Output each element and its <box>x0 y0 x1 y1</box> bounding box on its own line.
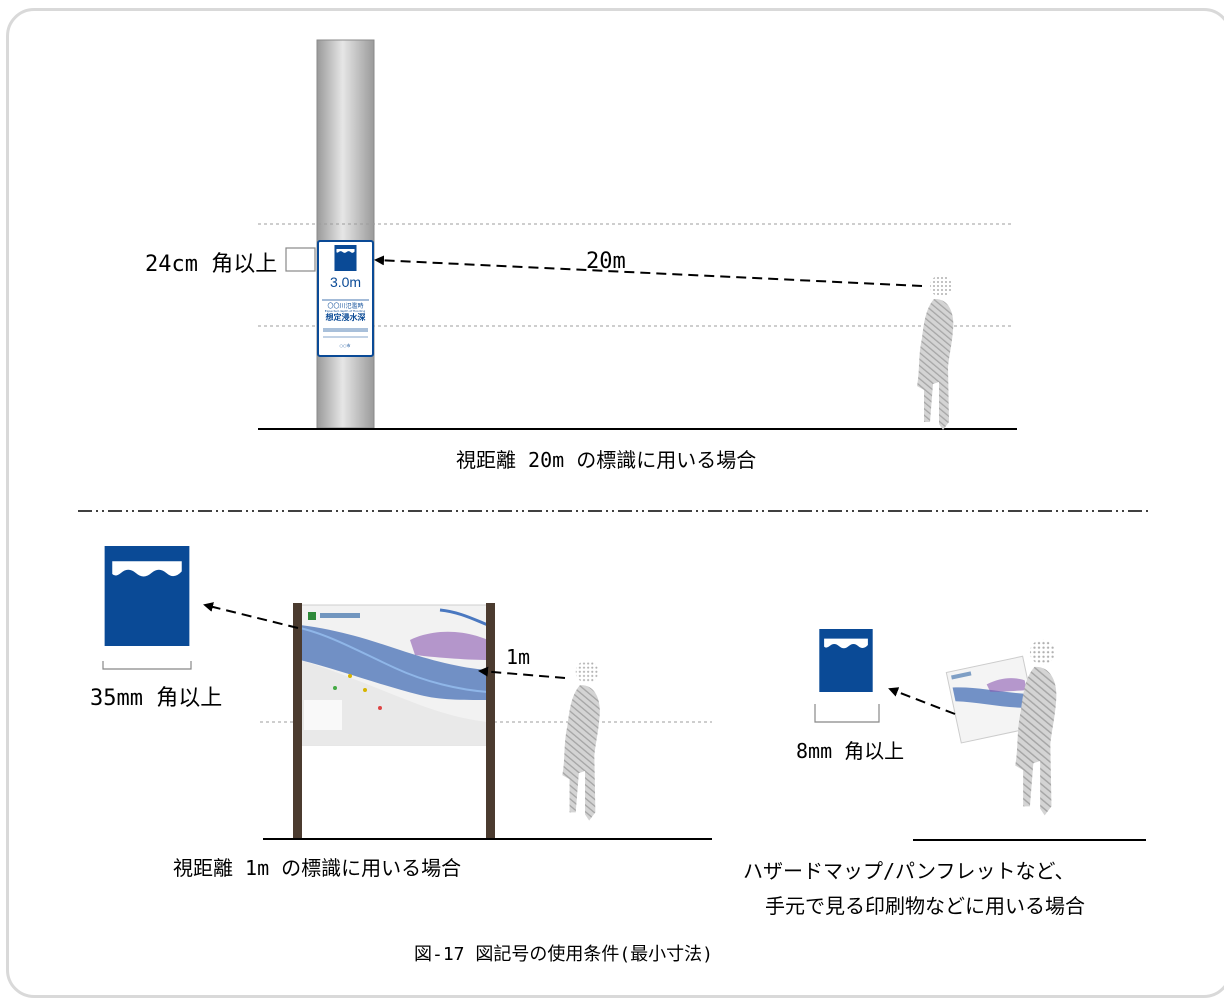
distance-arrow-20m <box>374 255 923 287</box>
caption-top-scene: 視距離 20m の標識に用いる場合 <box>456 448 757 472</box>
distance-label-1m: 1m <box>506 645 531 669</box>
caption-bottom-left-scene: 視距離 1m の標識に用いる場合 <box>173 856 462 880</box>
arrow-to-medium-symbol <box>888 687 956 715</box>
sign-heading: 想定浸水深 <box>325 313 366 322</box>
svg-text:○○市: ○○市 <box>340 342 351 348</box>
bottom-left-scene <box>102 546 712 840</box>
caption-bottom-right-line1: ハザードマップ/パンフレットなど、 <box>743 859 1075 883</box>
size-bracket-35mm <box>102 661 192 670</box>
standing-person-figure-icon <box>562 660 600 821</box>
size-bracket-8mm <box>814 704 880 723</box>
size-indicator-box <box>285 247 316 272</box>
size-label-8mm: 8mm 角以上 <box>796 739 905 763</box>
board-post-right <box>486 603 495 839</box>
svg-text:Expected depth of flooding: Expected depth of flooding <box>325 309 366 313</box>
size-label-24cm: 24cm 角以上 <box>145 252 278 277</box>
standing-person-figure-icon <box>917 275 954 430</box>
size-label-35mm: 35mm 角以上 <box>90 686 223 711</box>
distance-arrow-1m <box>478 666 566 679</box>
depth-sign: Expected depth of flooding ○○市 <box>317 240 374 357</box>
hazard-map-board <box>297 604 489 746</box>
sign-river-name: 〇〇川氾濫時 <box>327 303 364 310</box>
board-post-left <box>293 603 302 839</box>
sign-depth-value: 3.0m <box>329 274 362 290</box>
figure-caption: 図-17 図記号の使用条件(最小寸法) <box>414 944 714 965</box>
pamphlet <box>945 655 1039 744</box>
distance-label-20m: 20m <box>586 249 626 274</box>
caption-bottom-right-line2: 手元で見る印刷物などに用いる場合 <box>765 894 1085 918</box>
flood-symbol-medium-icon <box>819 629 873 692</box>
utility-pole <box>316 39 375 429</box>
flood-symbol-small-icon <box>334 245 357 271</box>
top-scene: Expected depth of flooding ○○市 <box>258 39 1017 430</box>
bottom-right-scene <box>814 629 1146 841</box>
flood-symbol-large-icon <box>104 546 190 646</box>
arrow-to-large-symbol <box>203 602 299 629</box>
